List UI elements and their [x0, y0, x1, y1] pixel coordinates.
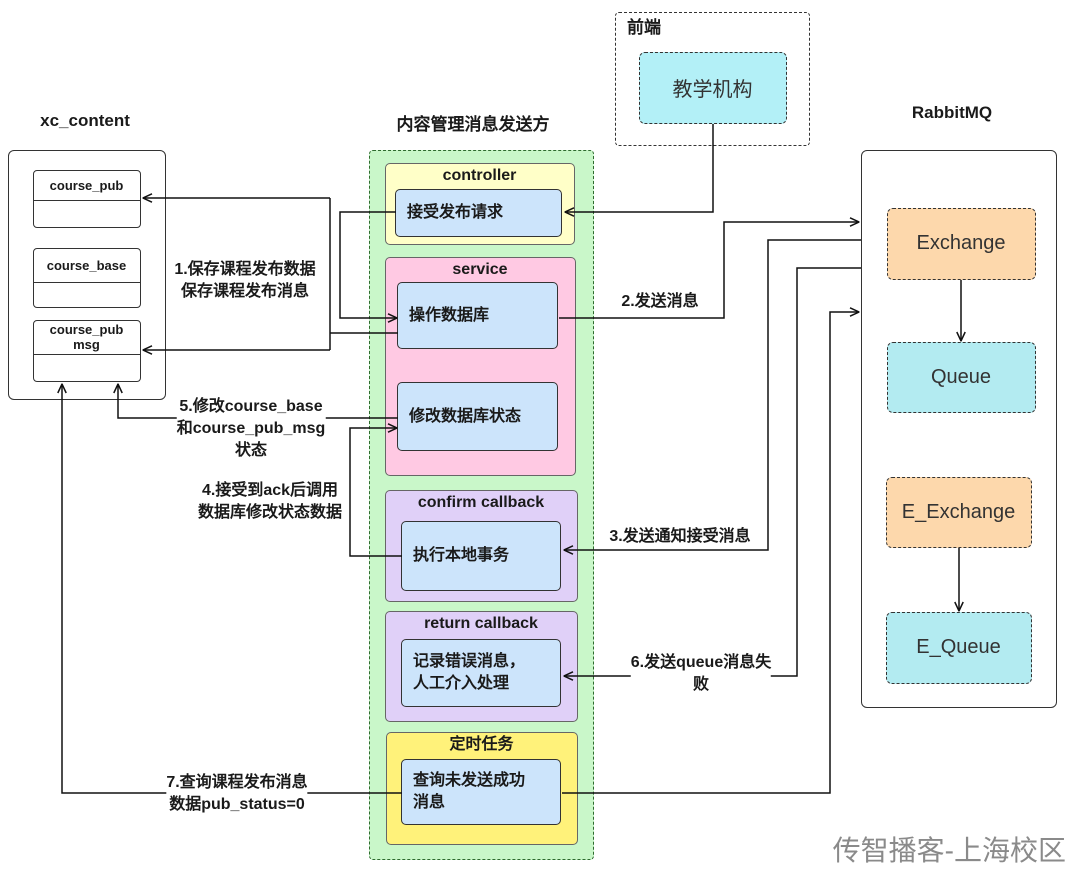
xc-content-panel: course_pub course_base course_pub msg [8, 150, 166, 400]
flow-label-2-send-message: 2.发送消息 [621, 291, 699, 313]
table-course-base-name: course_base [33, 249, 140, 283]
rabbitmq-title: RabbitMQ [911, 103, 993, 122]
table-course-pub-msg-name: course_pub msg [33, 321, 140, 355]
step-receive-publish-request: 接受发布请求 [395, 189, 562, 237]
section-return-callback: return callback 记录错误消息， 人工介入处理 [384, 610, 578, 722]
section-confirm-callback-label: confirm callback [417, 493, 545, 511]
edge-rabbitmq-to-return-callback [564, 267, 861, 676]
flow-label-1-save-publish-data: 1.保存课程发布数据 保存课程发布消息 [174, 259, 316, 303]
node-e-queue: E_Queue [885, 611, 1032, 684]
section-controller-label: controller [442, 166, 517, 184]
flow-label-4-ack-update-status: 4.接受到ack后调用 数据库修改状态数据 [197, 480, 343, 524]
step-modify-database-status: 修改数据库状态 [397, 382, 558, 451]
node-e-exchange: E_Exchange [885, 476, 1032, 548]
table-course-base: course_base [32, 247, 141, 308]
sender-container: controller 接受发布请求 service 操作数据库 修改数据库状态 … [369, 150, 594, 860]
xc-content-title: xc_content [40, 111, 130, 130]
section-scheduled-task: 定时任务 查询未发送成功 消息 [385, 731, 578, 845]
section-controller: controller 接受发布请求 [384, 162, 575, 245]
frontend-node-institution: 教学机构 [638, 51, 787, 124]
edge-operate-database-to-exchange [559, 222, 859, 319]
watermark: 传智播客-上海校区 [832, 835, 1066, 866]
section-return-callback-label: return callback [424, 614, 538, 632]
rabbitmq-panel: Exchange Queue E_Exchange E_Queue [861, 150, 1057, 708]
node-exchange: Exchange [886, 207, 1036, 280]
flow-label-5-modify-status: 5.修改course_base 和course_pub_msg 状态 [176, 396, 326, 462]
frontend-label: 前端 [627, 18, 661, 37]
edge-rabbitmq-to-confirm-callback [564, 239, 861, 550]
step-execute-local-transaction: 执行本地事务 [401, 521, 561, 591]
node-queue: Queue [886, 341, 1036, 413]
step-operate-database: 操作数据库 [397, 282, 558, 349]
edge-scheduled-task-to-rabbitmq [562, 312, 859, 794]
table-course-pub-name: course_pub [33, 171, 140, 201]
step-record-error-message: 记录错误消息， 人工介入处理 [401, 639, 561, 707]
sender-title: 内容管理消息发送方 [396, 115, 550, 134]
section-confirm-callback: confirm callback 执行本地事务 [384, 489, 578, 602]
section-scheduled-task-label: 定时任务 [449, 735, 514, 753]
step-query-unsent-messages: 查询未发送成功 消息 [401, 759, 561, 825]
flow-label-6-queue-send-failed: 6.发送queue消息失 败 [630, 652, 772, 696]
section-service: service 操作数据库 修改数据库状态 [384, 256, 576, 476]
section-service-label: service [452, 260, 508, 278]
table-course-pub: course_pub [32, 169, 141, 228]
frontend-panel: 前端 教学机构 [615, 12, 810, 146]
flow-label-7-query-unsent: 7.查询课程发布消息 数据pub_status=0 [166, 772, 308, 816]
flow-label-3-notify-receive: 3.发送通知接受消息 [609, 528, 751, 545]
table-course-pub-msg: course_pub msg [32, 319, 141, 382]
